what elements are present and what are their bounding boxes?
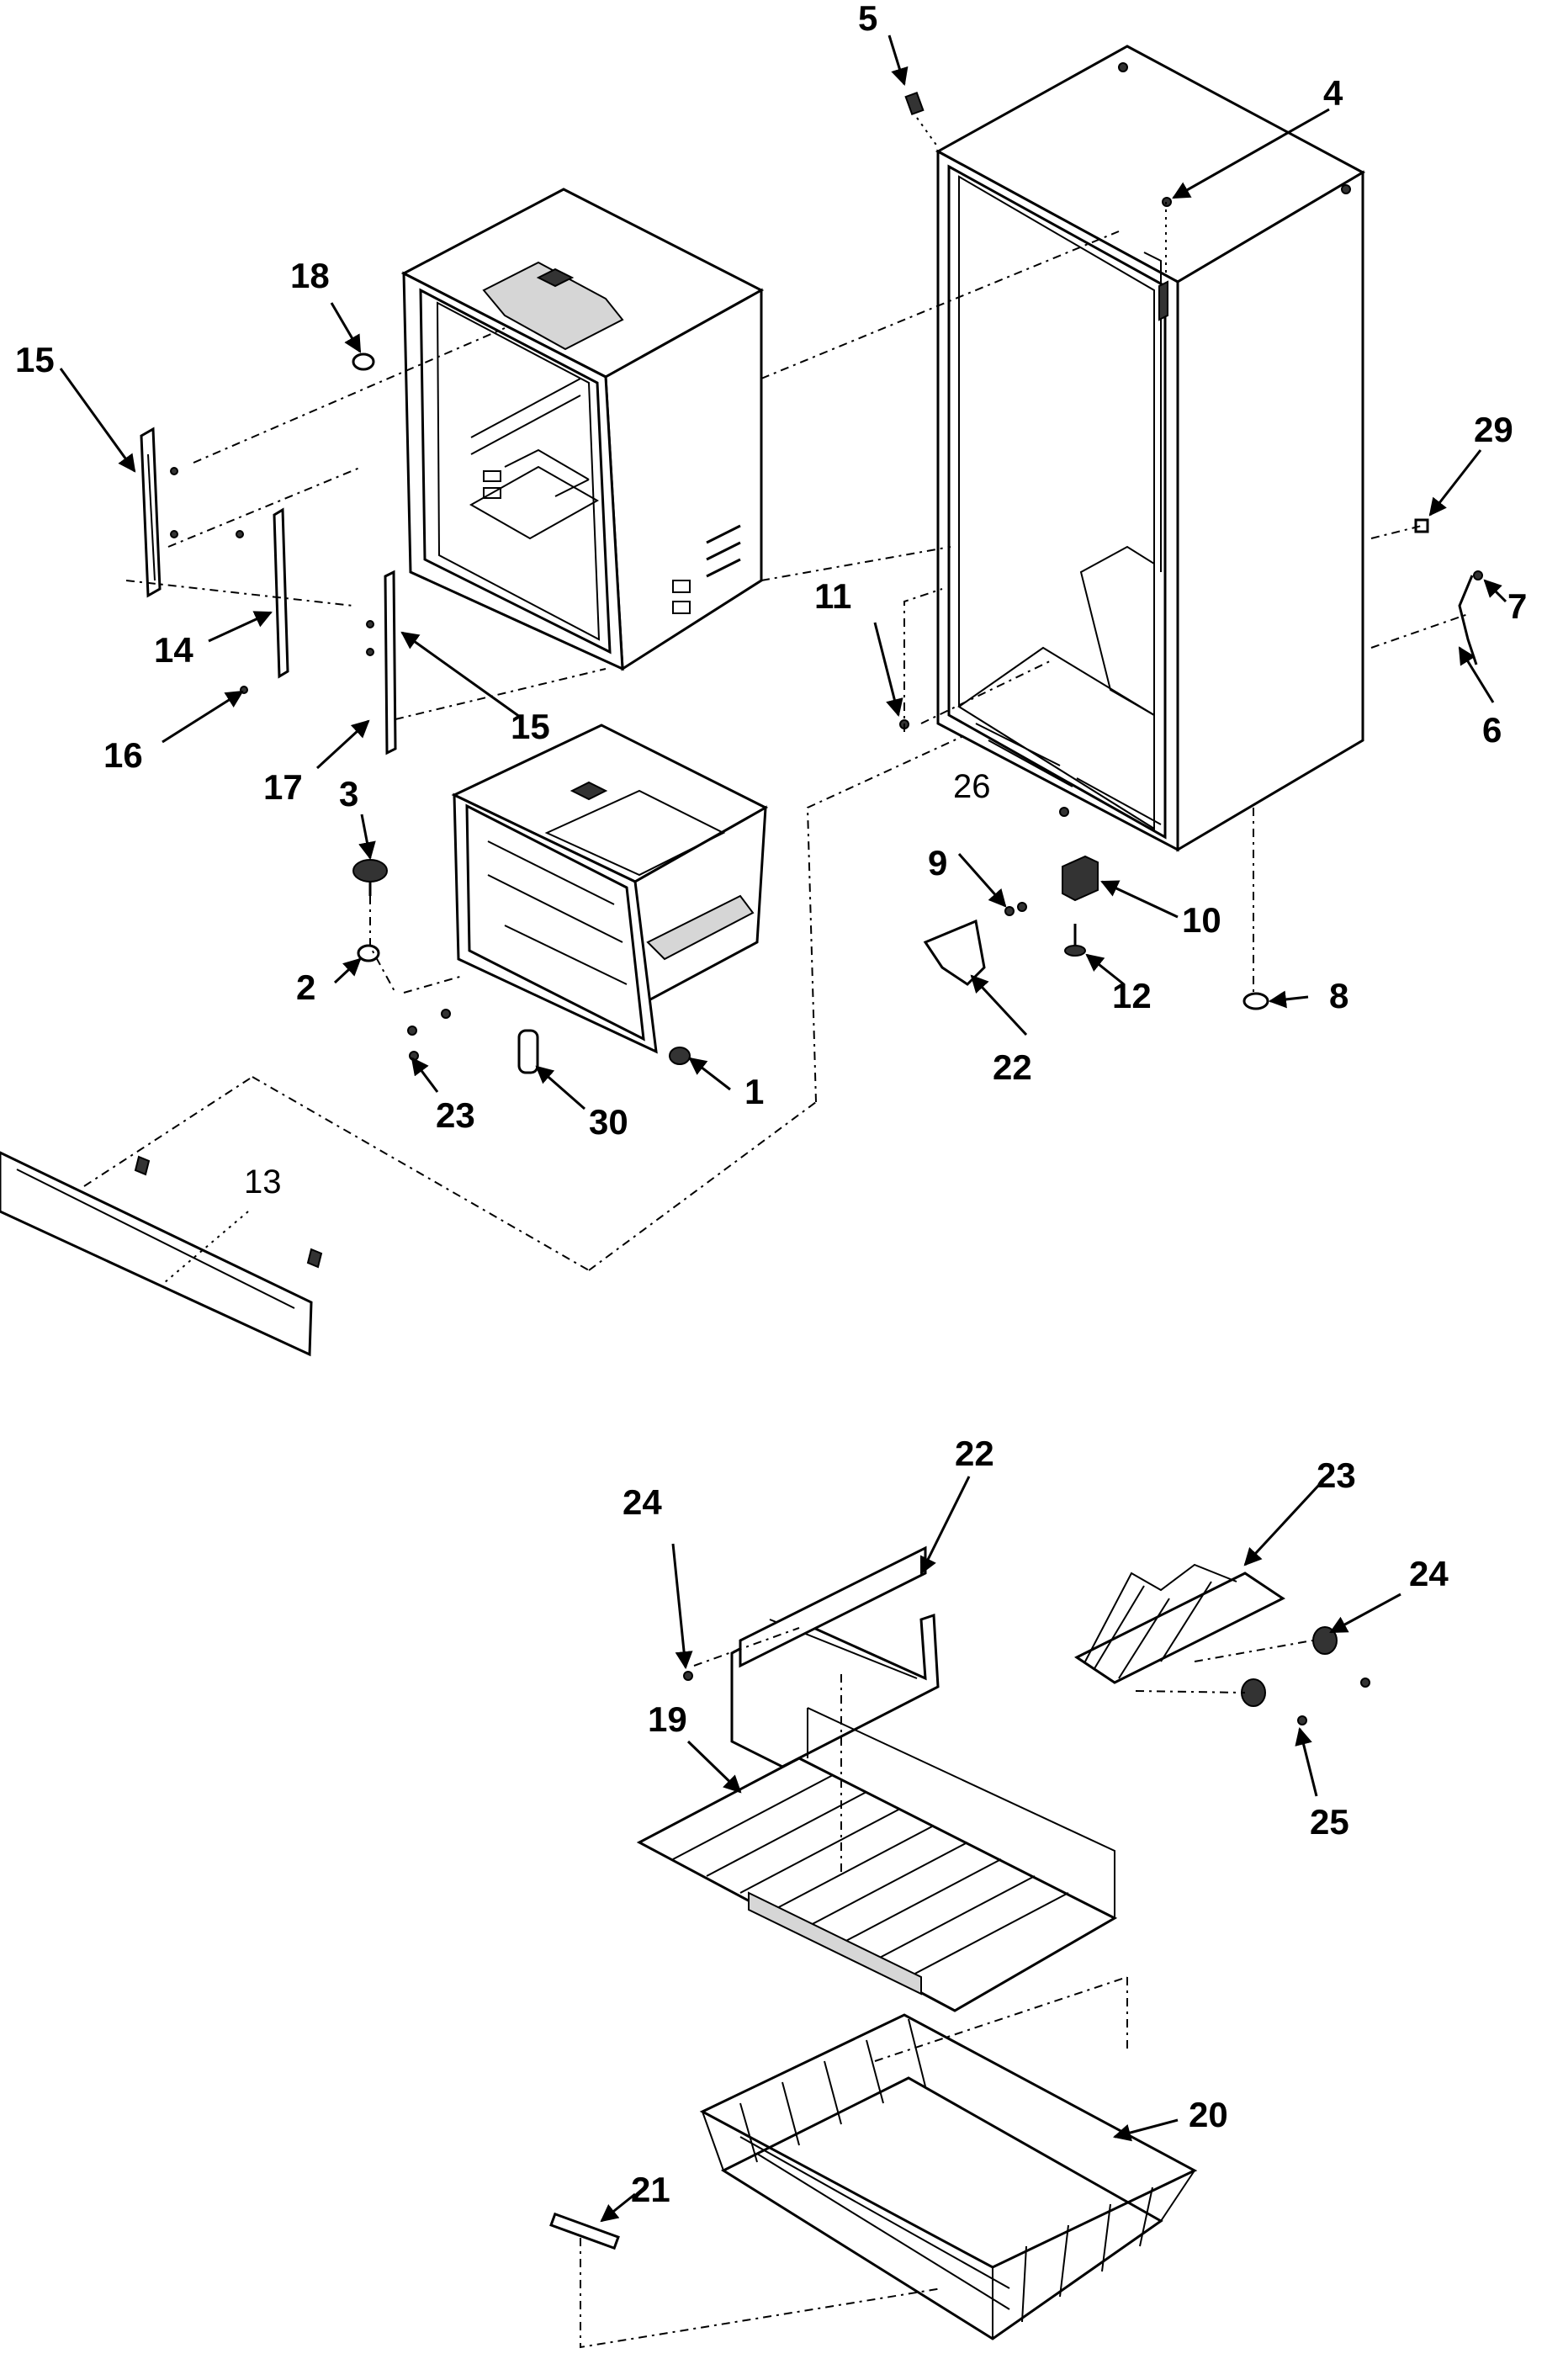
trim-part-21	[549, 2212, 620, 2250]
wire-shelf-part-19	[636, 1707, 1118, 2012]
callout-26: 26	[953, 768, 991, 805]
callout-5: 5	[858, 0, 877, 38]
callout-19: 19	[648, 1699, 687, 1739]
callout-24: 24	[1409, 1554, 1449, 1593]
callout-labels: 15 18 5 4 29 7 6 11 14 16 15 17 3 26 9 1…	[15, 0, 1527, 2209]
callout-1: 1	[744, 1072, 764, 1111]
shroud-part-22	[923, 919, 986, 986]
freezer-liner-upper	[400, 188, 765, 671]
washer-part-2	[357, 944, 380, 962]
part-1-foot	[669, 1047, 691, 1065]
leveling-foot-part-8	[1242, 992, 1269, 1010]
callout-8: 8	[1329, 976, 1348, 1015]
callout-20: 20	[1189, 2095, 1228, 2134]
lower-liner-assembly	[451, 724, 769, 1054]
callout-6: 6	[1482, 710, 1502, 750]
callout-21: 21	[631, 2170, 670, 2209]
rail-part-15-right	[384, 570, 397, 755]
callout-3: 3	[339, 774, 358, 814]
wire-basket-part-20	[699, 2013, 1198, 2340]
alignment-lines	[83, 117, 1469, 2349]
callout-17: 17	[263, 767, 303, 807]
part-3-fastener	[352, 859, 388, 896]
callout-23: 23	[1317, 1455, 1356, 1495]
callout-30: 30	[589, 1102, 628, 1142]
callout-18: 18	[290, 256, 330, 295]
part-29-clip	[1414, 518, 1429, 533]
callout-25: 25	[1310, 1802, 1349, 1842]
callout-12: 12	[1112, 976, 1152, 1015]
callout-11: 11	[814, 576, 851, 616]
callout-23: 23	[436, 1095, 475, 1135]
hinge-bracket-part-10	[1004, 855, 1099, 957]
part-30-handle	[517, 1029, 539, 1074]
callout-14: 14	[154, 630, 193, 670]
callout-9: 9	[928, 843, 947, 883]
callout-29: 29	[1474, 410, 1513, 449]
part-5-clip	[904, 91, 925, 116]
door-bin-part-22	[730, 1545, 940, 1768]
toe-grille-part-13	[0, 1151, 323, 1357]
callout-16: 16	[103, 735, 143, 775]
rail-part-15-left	[140, 427, 162, 598]
callout-2: 2	[296, 967, 315, 1007]
cabinet-shell	[935, 45, 1366, 852]
leader-arrows	[59, 34, 1507, 2223]
grommet-part-18	[352, 352, 375, 371]
rail-part-14	[273, 507, 289, 679]
callout-4: 4	[1323, 73, 1343, 113]
callout-22: 22	[955, 1434, 994, 1473]
callout-15: 15	[511, 707, 550, 746]
callout-10: 10	[1182, 900, 1221, 940]
callout-22: 22	[993, 1047, 1032, 1087]
callout-15: 15	[15, 340, 55, 379]
wine-rack-part-23	[1074, 1563, 1338, 1707]
callout-7: 7	[1507, 586, 1527, 626]
callout-13: 13	[244, 1163, 282, 1201]
callout-24: 24	[623, 1482, 662, 1522]
